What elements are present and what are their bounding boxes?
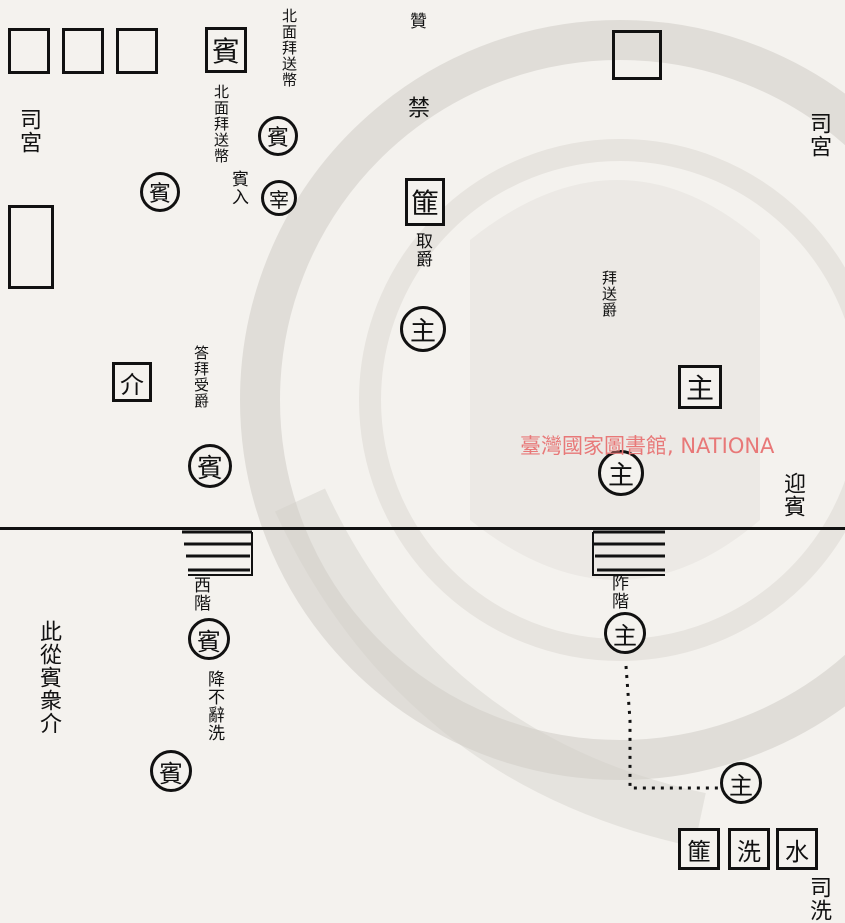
empty-square-1: [8, 28, 50, 74]
box-fei-center: 篚: [405, 178, 445, 226]
note-bai-song-jue: 拜送爵: [600, 270, 618, 318]
note-jiang-bu-ci-xi: 降不辭洗: [204, 670, 224, 742]
library-watermark-text: 臺灣國家圖書館, NATIONA: [520, 434, 775, 458]
box-zhu-right: 主: [678, 365, 722, 409]
label-xi-jie: 西階: [190, 576, 210, 612]
empty-square-top-right: [612, 30, 662, 80]
empty-square-4: [8, 205, 54, 289]
label-sigong-right: 司宮: [806, 112, 831, 158]
dotted-path: [624, 665, 730, 790]
box-shui: 水: [776, 828, 818, 870]
stairs-east: [592, 530, 665, 576]
note-da-bai: 答拜受爵: [192, 345, 210, 409]
box-jie: 介: [112, 362, 152, 402]
circle-bin-stair: 賓: [188, 618, 230, 660]
label-bin-ru: 賓入: [228, 170, 248, 206]
circle-zhu-stair: 主: [604, 612, 646, 654]
label-zuo-jie: 阼階: [608, 574, 628, 610]
circle-zhu-center: 主: [400, 306, 446, 352]
horizontal-divider: [0, 527, 845, 530]
caption-cong-bin: 此從賓衆介: [36, 620, 61, 735]
circle-zai: 宰: [261, 180, 297, 216]
note-bin-bai: 北面拜送幣: [212, 84, 230, 164]
circle-bin-left: 賓: [140, 172, 180, 212]
stairs-west: [182, 530, 253, 576]
label-jin: 禁: [404, 96, 429, 119]
note-qu-jue: 取爵: [412, 232, 432, 268]
circle-bin-middle: 賓: [188, 444, 232, 488]
label-sigong-left: 司宮: [16, 108, 41, 154]
circle-bin-upper: 賓: [258, 116, 298, 156]
note-bin-bai-2: 北面拜送幣: [280, 8, 298, 88]
label-zan: 贊: [406, 12, 426, 30]
label-ying-bin: 迎賓: [780, 472, 805, 518]
label-si-xi: 司洗: [806, 876, 831, 922]
box-xi: 洗: [728, 828, 770, 870]
circle-zhu-right: 主: [598, 450, 644, 496]
empty-square-2: [62, 28, 104, 74]
circle-bin-bottom: 賓: [150, 750, 192, 792]
box-bin: 賓: [205, 27, 247, 73]
empty-square-3: [116, 28, 158, 74]
box-fei-lower: 篚: [678, 828, 720, 870]
circle-zhu-bottom: 主: [720, 762, 762, 804]
